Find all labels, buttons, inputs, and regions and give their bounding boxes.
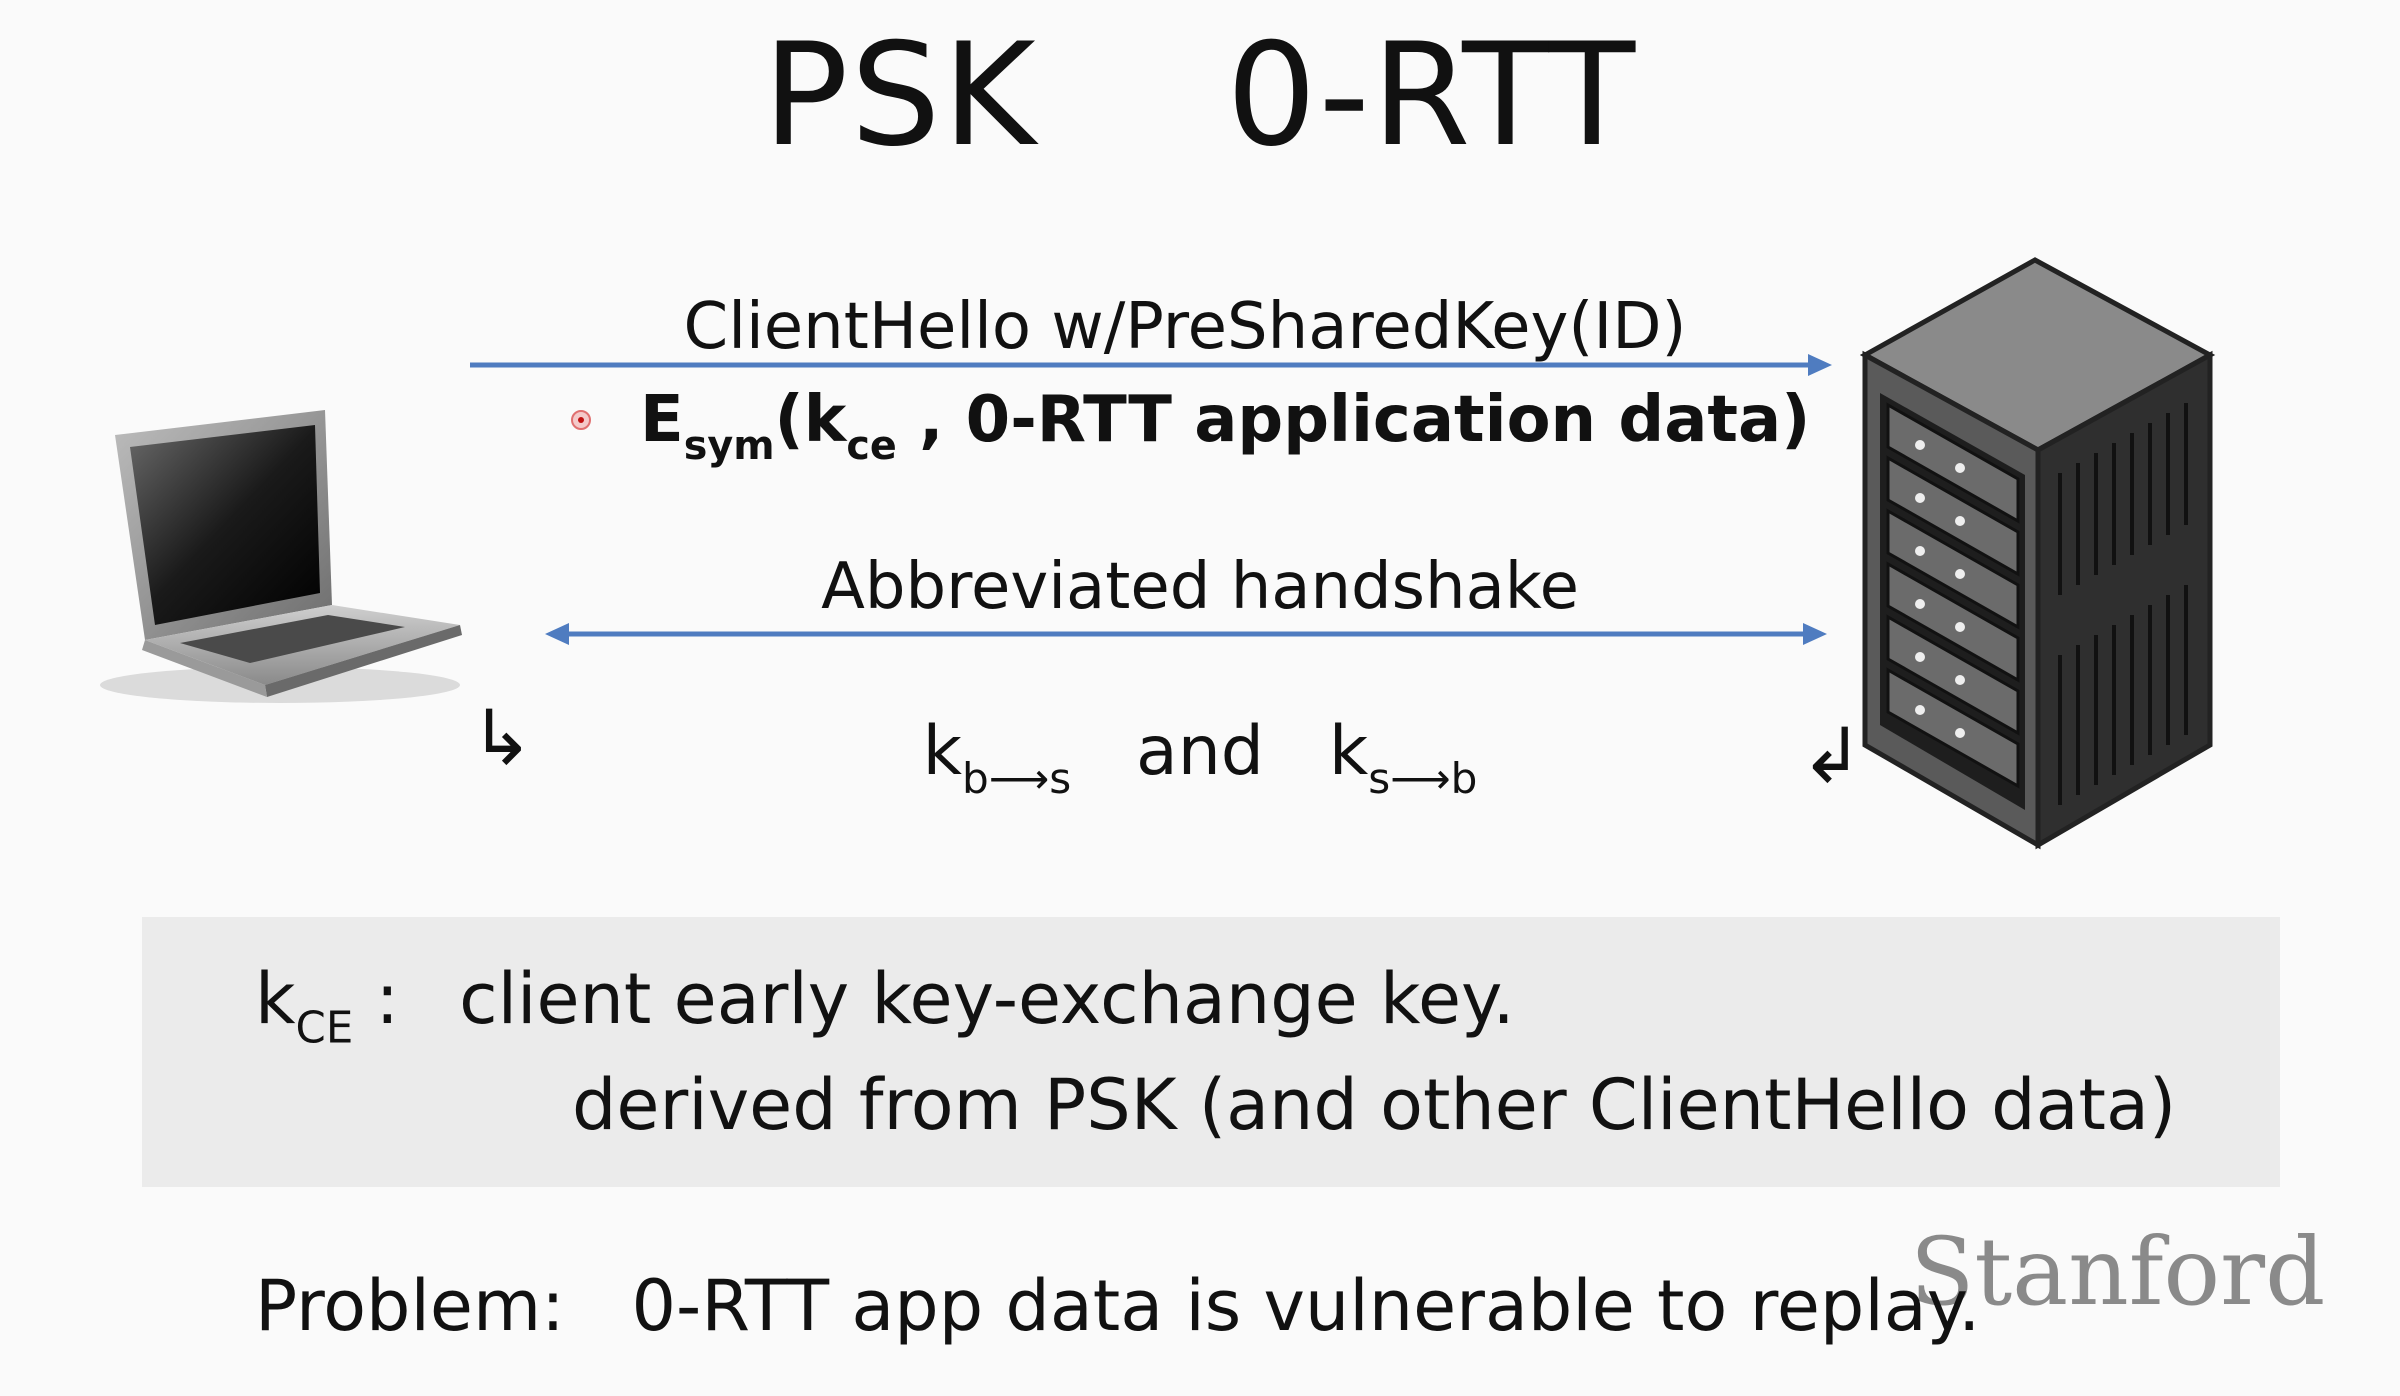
handshake-arrow — [545, 623, 1827, 645]
laser-pointer-dot — [571, 410, 591, 430]
slide-title: PSK 0-RTT — [762, 13, 1638, 178]
server-rack-icon — [1860, 257, 2216, 850]
kce-symbol: k — [255, 958, 296, 1040]
handshake-label: Abbreviated handshake — [821, 550, 1579, 624]
stanford-watermark: Stanford — [1910, 1218, 2326, 1327]
definition-line-1: kCE :client early key-exchange key. — [255, 958, 1515, 1050]
kce-description: client early key-exchange key. — [459, 958, 1515, 1040]
kce-colon: : — [353, 958, 400, 1040]
key-s-to-b-subscript: s⟶b — [1368, 753, 1478, 803]
server-drive-bays — [1886, 402, 2020, 789]
early-data-label: Esym(kce , 0-RTT application data) — [640, 383, 1810, 466]
left-hook-arrow-icon: ↳ — [470, 693, 534, 782]
session-keys: kb⟶s and ks⟶b — [700, 712, 1700, 800]
k-open: (k — [774, 383, 847, 457]
laptop-icon — [100, 410, 462, 703]
definition-line-2: derived from PSK (and other ClientHello … — [572, 1064, 2177, 1146]
key-b-to-s: k — [922, 712, 963, 791]
kce-subscript: CE — [295, 1003, 354, 1054]
definition-box — [142, 917, 2280, 1187]
e-symbol: E — [640, 383, 684, 457]
client-hello-label: ClientHello w/PreSharedKey(ID) — [683, 290, 1687, 364]
e-subscript: sym — [683, 422, 775, 469]
key-b-to-s-subscript: b⟶s — [962, 753, 1072, 803]
key-s-to-b: k — [1328, 712, 1369, 791]
client-hello-arrow — [470, 354, 1832, 376]
keys-and: and — [1071, 712, 1329, 791]
early-data-rest: , 0-RTT application data) — [896, 383, 1811, 457]
problem-statement: Problem: 0-RTT app data is vulnerable to… — [255, 1265, 1981, 1347]
message-arrows — [470, 354, 1832, 645]
server-vents — [2058, 403, 2188, 805]
right-hook-arrow-icon: ↲ — [1800, 711, 1864, 800]
k-subscript: ce — [846, 422, 897, 469]
